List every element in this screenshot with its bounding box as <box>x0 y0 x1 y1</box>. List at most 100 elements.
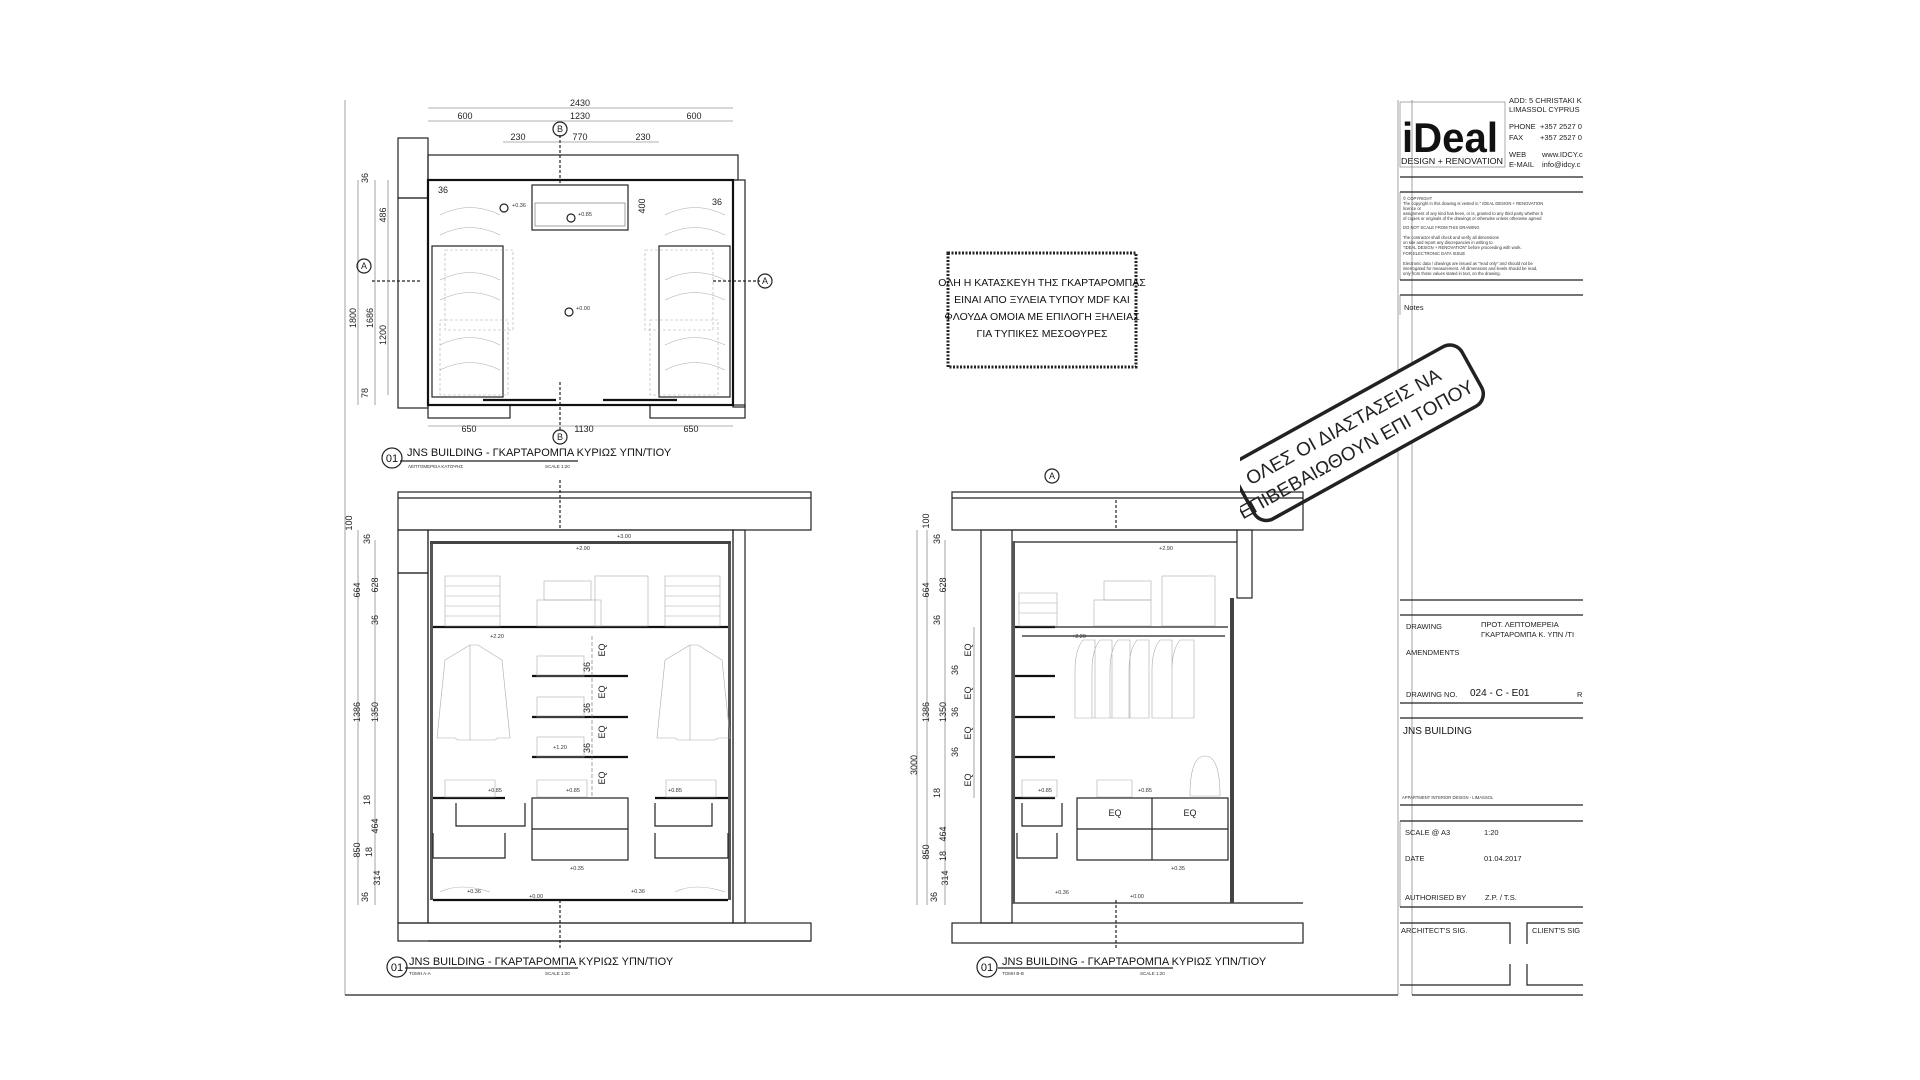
dim-text: 486 <box>378 207 388 222</box>
dim-text: 850 <box>352 842 362 857</box>
dim-text: 1386 <box>921 702 931 722</box>
logo-text: iDeal <box>1402 114 1498 161</box>
level-text: +0.35 <box>570 866 584 872</box>
fax-label: FAX <box>1509 133 1523 142</box>
web-value[interactable]: www.IDCY.c <box>1541 150 1583 159</box>
level-text: +0.36 <box>467 889 481 895</box>
dim-text: 1200 <box>378 325 388 345</box>
level-text: +2.90 <box>576 546 590 552</box>
dim-text: 650 <box>683 424 698 434</box>
dim-text: 464 <box>938 826 948 841</box>
copyright-notice: © COPYRIGHT The copyright in this drawin… <box>1403 196 1544 276</box>
notes-label: Notes <box>1404 303 1424 312</box>
dim-text: 100 <box>344 515 354 530</box>
svg-text:Electronic data / drawings are: Electronic data / drawings are issued as… <box>1403 261 1534 266</box>
email-value[interactable]: info@idcy.c <box>1542 160 1581 169</box>
project-description: APPARTMENT INTERIOR DESIGN - LIMASSOL <box>1402 795 1494 800</box>
level-text: +0.00 <box>576 306 590 312</box>
dim-text: 464 <box>370 818 380 833</box>
dim-text: 36 <box>582 703 592 713</box>
view-number: 01 <box>981 962 993 974</box>
dim-text: 18 <box>938 851 948 861</box>
drawing-label: DRAWING <box>1406 622 1442 631</box>
dim-text: 314 <box>940 870 950 885</box>
view-number: 01 <box>391 962 403 974</box>
view-number: 01 <box>386 453 398 465</box>
dim-text: 1130 <box>574 424 593 434</box>
level-marker-icon <box>566 213 576 223</box>
dim-text: 36 <box>932 534 942 544</box>
note-line: ΓΙΑ ΤΥΠΙΚΕΣ ΜΕΣΟΘΥΡΕΣ <box>977 328 1108 340</box>
view-scale: SCALE 1:20 <box>545 464 570 469</box>
phone-value: +357 2527 0 <box>1540 122 1582 131</box>
amendments-label: AMENDMENTS <box>1406 648 1459 657</box>
section-b-dimensions: 100 3000 36 664 628 36 1386 1350 18 464 … <box>909 513 1197 902</box>
web-label: WEB <box>1509 150 1526 159</box>
section-b-elevation: A <box>916 468 1304 950</box>
dim-text: 36 <box>582 743 592 753</box>
view-title: JNS BUILDING - ΓΚΑΡΤΑΡΟΜΠΑ ΚΥΡΙΩΣ ΥΠΝ/ΤΙ… <box>1002 956 1267 968</box>
level-marker-icon <box>499 203 509 213</box>
view-title: JNS BUILDING - ΓΚΑΡΤΑΡΟΜΠΑ ΚΥΡΙΩΣ ΥΠΝ/ΤΙ… <box>407 447 672 459</box>
section-a-right-label: A <box>762 276 768 286</box>
dim-text: 230 <box>510 132 525 142</box>
level-text: +0.00 <box>529 894 543 900</box>
eq-label: EQ <box>963 686 973 699</box>
floor-plan <box>357 107 760 430</box>
svg-text:assignment of any kind has bee: assignment of any kind has been, or is, … <box>1403 211 1544 216</box>
client-signature-label: CLIENT'S SIG <box>1532 926 1580 935</box>
eq-label: EQ <box>1108 808 1121 818</box>
level-text: +0.85 <box>1138 788 1152 794</box>
revision-label: R <box>1577 690 1583 699</box>
dim-text: 100 <box>921 513 931 528</box>
level-text: +3.00 <box>617 534 631 540</box>
svg-text:interrogated for measurement.: interrogated for measurement. All dimens… <box>1403 266 1537 271</box>
dim-text: 650 <box>461 424 476 434</box>
level-text: +0.36 <box>1055 890 1069 896</box>
email-label: E-MAIL <box>1509 160 1534 169</box>
level-text: +2.20 <box>1072 634 1086 640</box>
drawing-no-label: DRAWING NO. <box>1406 690 1457 699</box>
svg-text:of copies or originals of the: of copies or originals of the drawings o… <box>1403 216 1542 221</box>
section-b-title: 01 JNS BUILDING - ΓΚΑΡΤΑΡΟΜΠΑ ΚΥΡΙΩΣ ΥΠΝ… <box>976 956 1267 978</box>
plan-dimensions: 2430 600 1230 600 230 770 230 36 486 120… <box>348 98 722 434</box>
level-text: +0.85 <box>668 788 682 794</box>
dim-text: 230 <box>635 132 650 142</box>
svg-text:"IDEAL DESIGN + RENOVATION" be: "IDEAL DESIGN + RENOVATION" before proce… <box>1403 245 1522 250</box>
level-text: +0.85 <box>488 788 502 794</box>
dim-text: 400 <box>637 198 647 213</box>
eq-label: EQ <box>1183 808 1196 818</box>
section-a-elevation <box>357 480 812 950</box>
section-b-bottom-label: B <box>557 432 563 442</box>
svg-text:FOR ELECTRONIC DATA ISSUE: FOR ELECTRONIC DATA ISSUE <box>1403 251 1465 256</box>
dim-text: 600 <box>686 111 701 121</box>
scale-value: 1:20 <box>1484 828 1499 837</box>
dim-text: 1350 <box>938 702 948 722</box>
date-label: DATE <box>1405 854 1424 863</box>
level-marker-icon <box>564 307 574 317</box>
dim-text: 36 <box>950 747 960 757</box>
svg-text:DO NOT SCALE FROM THIS DRAWING: DO NOT SCALE FROM THIS DRAWING <box>1403 225 1479 230</box>
note-line: ΦΛΟΥΔΑ ΟΜΟΙΑ ΜΕ ΕΠΙΛΟΓΗ ΞΗΛΕΙΑΣ <box>944 311 1140 323</box>
dim-text: 36 <box>712 197 722 207</box>
view-scale: SCALE 1:20 <box>1140 971 1165 976</box>
note-line: ΕΙΝΑΙ ΑΠΟ ΞΥΛΕΙΑ ΤΥΠΟΥ MDF ΚΑΙ <box>954 294 1130 306</box>
dim-text: 1386 <box>352 702 362 722</box>
dim-text: 36 <box>950 707 960 717</box>
title-block: iDeal DESIGN + RENOVATION ADD: 5 CHRISTA… <box>1399 96 1583 986</box>
level-text: +2.90 <box>1159 546 1173 552</box>
dim-text: 36 <box>370 615 380 625</box>
level-text: +0.85 <box>566 788 580 794</box>
phone-label: PHONE <box>1509 122 1536 131</box>
address-line: ADD: 5 CHRISTAKI K <box>1509 96 1582 105</box>
dim-text: 850 <box>921 844 931 859</box>
view-subtitle: ΤΟΜΗ Α-Α <box>409 971 431 976</box>
dim-text: 664 <box>352 582 362 597</box>
dim-text: 36 <box>582 662 592 672</box>
authorised-value: Z.P. / T.S. <box>1485 893 1517 902</box>
construction-note-box: ΟΛΗ Η ΚΑΤΑΣΚΕΥΗ ΤΗΣ ΓΚΑΡΤΑΡΟΜΠΑΣ ΕΙΝΑΙ Α… <box>938 251 1146 369</box>
address-line: LIMASSOL CYPRUS <box>1509 105 1580 114</box>
dim-text: 18 <box>362 795 372 805</box>
eq-label: EQ <box>597 643 607 656</box>
level-text: +2.20 <box>490 634 504 640</box>
